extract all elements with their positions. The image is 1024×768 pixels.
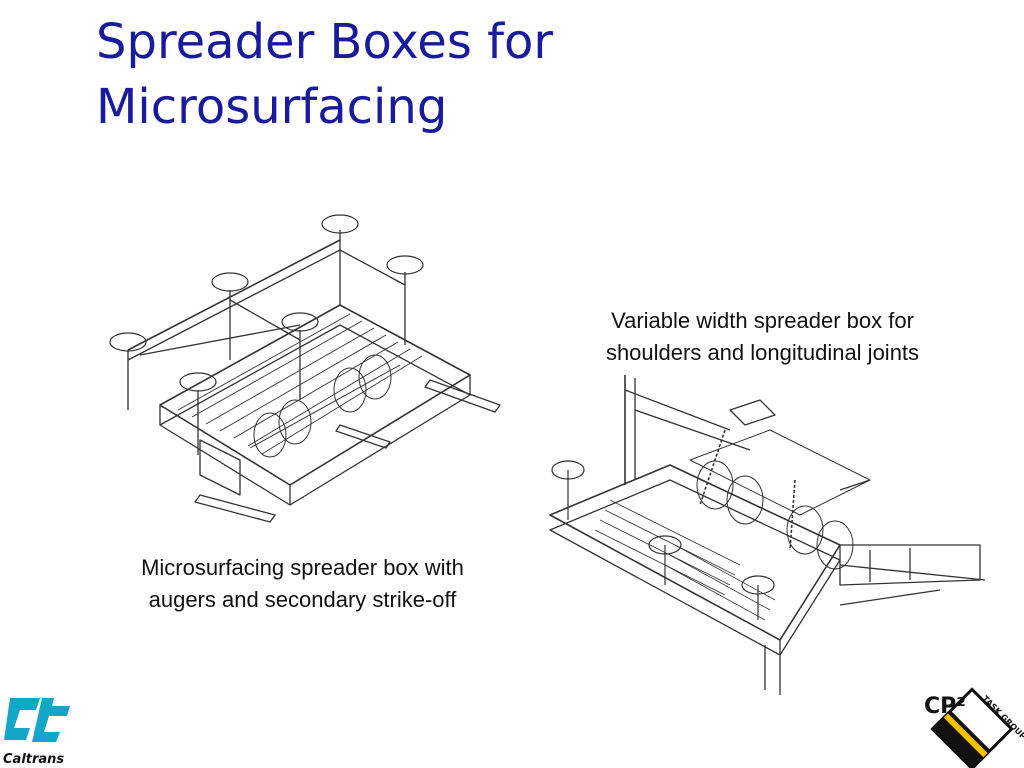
caption-variable-width: Variable width spreader box for shoulder…: [560, 305, 965, 369]
cp2-wordmark: CP²: [924, 694, 966, 719]
microsurfacing-spreader-box-drawing: [100, 210, 510, 530]
caption-right-line-1: Variable width spreader box for: [611, 308, 914, 333]
slide-title: Spreader Boxes for Microsurfacing: [96, 10, 796, 140]
caltrans-logo: Caltrans: [0, 690, 86, 768]
cp2-task-group-logo: CP² TASK GROUP: [920, 685, 1024, 768]
variable-width-spreader-box-drawing: [540, 370, 990, 695]
caption-left-line-1: Microsurfacing spreader box with: [141, 555, 464, 580]
caption-right-line-2: shoulders and longitudinal joints: [605, 340, 920, 365]
caption-left-line-2: augers and secondary strike-off: [148, 587, 457, 612]
caption-microsurfacing: Microsurfacing spreader box with augers …: [100, 552, 505, 616]
slide-title-line-2: Microsurfacing: [96, 79, 448, 135]
slide-title-line-1: Spreader Boxes for: [96, 14, 554, 70]
caltrans-wordmark: Caltrans: [3, 752, 64, 767]
